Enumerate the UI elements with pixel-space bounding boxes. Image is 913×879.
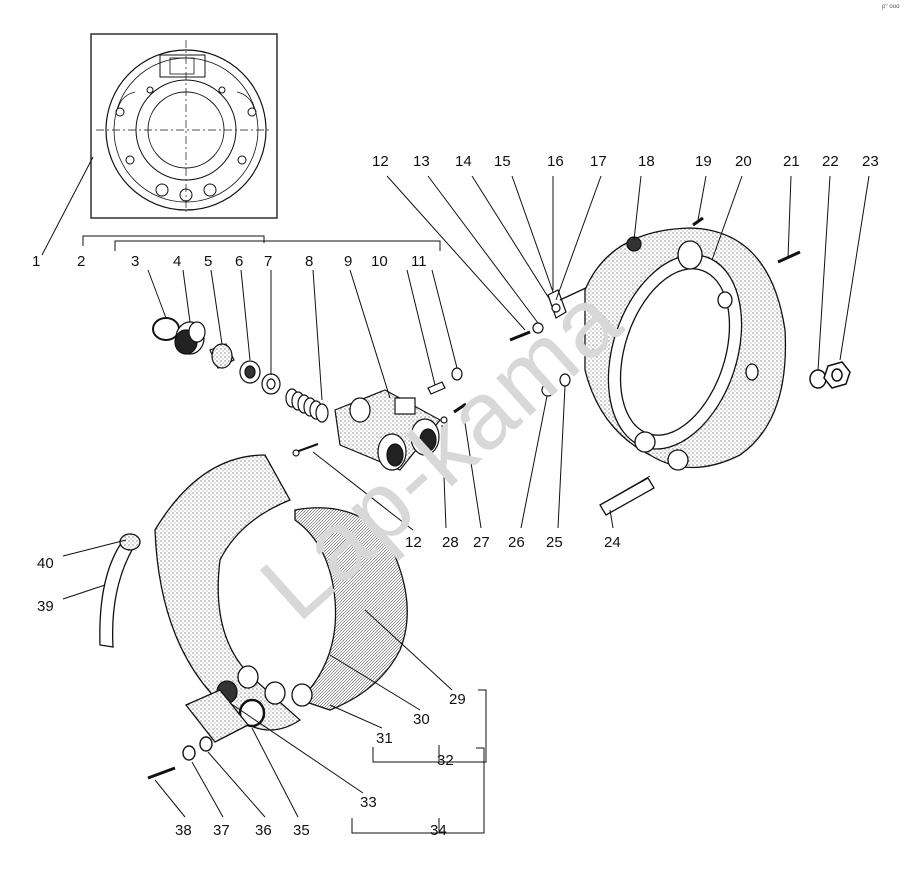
callout-33: 33 [360,794,377,811]
callout-19: 19 [695,153,712,170]
corner-mark: р° ооо [882,4,900,10]
callout-6: 6 [235,253,244,270]
callout-38: 38 [175,822,192,839]
callout-21: 21 [783,153,800,170]
nut-23 [823,361,851,389]
callout-28: 28 [442,534,459,551]
callout-15: 15 [494,153,511,170]
callout-8: 8 [305,253,314,270]
callout-36: 36 [255,822,272,839]
callout-13: 13 [413,153,430,170]
callout-11: 11 [411,253,427,270]
hose-39 [99,533,141,648]
callout-7: 7 [264,253,273,270]
washers-36-37 [182,736,213,761]
callout-37: 37 [213,822,230,839]
callout-3: 3 [131,253,140,270]
callout-20: 20 [735,153,752,170]
anchor-pin-24 [599,475,655,516]
callout-4: 4 [173,253,182,270]
washer-22 [809,369,827,389]
callout-10: 10 [371,253,388,270]
leader-lines [41,156,870,834]
cylinder-body [334,389,441,471]
callout-34: 34 [430,822,447,839]
bolt-38 [147,766,176,780]
brake-shoe [154,454,408,731]
backing-plate [584,227,787,471]
inset-assembly-view [90,33,278,219]
callout-14: 14 [455,153,472,170]
callout-17: 17 [590,153,607,170]
callout-35: 35 [293,822,310,839]
callout-29: 29 [449,691,466,708]
piston [209,343,235,369]
callout-24: 24 [604,534,621,551]
callout-23: 23 [862,153,879,170]
callout-40: 40 [37,555,54,572]
retainer-plate [184,689,250,743]
callout-9: 9 [344,253,353,270]
callout-31: 31 [376,730,393,747]
callout-39: 39 [37,598,54,615]
bolt-21 [777,250,801,264]
callout-25: 25 [546,534,563,551]
callout-22: 22 [822,153,839,170]
callout-27: 27 [473,534,490,551]
spring [285,388,329,423]
callout-18: 18 [638,153,655,170]
callout-32: 32 [437,752,454,769]
callout-30: 30 [413,711,430,728]
callout-12-bottom: 12 [405,534,422,551]
callout-1: 1 [32,253,41,270]
wheel-cylinder-parts [152,317,463,471]
callout-12-top: 12 [372,153,389,170]
callout-2: 2 [77,253,86,270]
callout-5: 5 [204,253,213,270]
boot [174,321,206,355]
fasteners [440,216,704,424]
callout-26: 26 [508,534,525,551]
callout-16: 16 [547,153,564,170]
